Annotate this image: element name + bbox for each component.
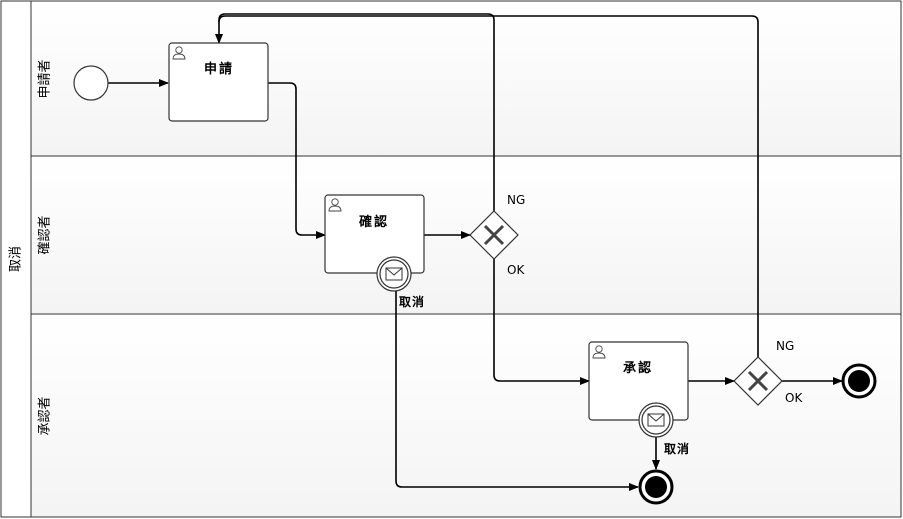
- cancel-label-2: 取消: [664, 441, 690, 456]
- lane-label-applicant: 申請者: [38, 59, 53, 98]
- user-task-icon: [328, 198, 342, 212]
- lane-applicant[interactable]: 申請者: [30, 0, 902, 157]
- gateway1-ok-label: OK: [507, 263, 525, 277]
- task-label-approve: 承認: [623, 360, 653, 376]
- boundary-message-event-approve[interactable]: [638, 402, 674, 438]
- cancel-label-1: 取消: [399, 294, 425, 309]
- task-approve[interactable]: 承認: [588, 341, 689, 421]
- user-task-icon: [172, 46, 186, 60]
- end-event-cancel[interactable]: [638, 469, 674, 505]
- end-event-ok[interactable]: [841, 363, 877, 399]
- envelope-icon: [647, 413, 665, 427]
- task-apply[interactable]: 申請: [168, 42, 269, 122]
- user-task-icon: [592, 345, 606, 359]
- flow-cancel1-to-end[interactable]: [395, 290, 639, 491]
- gateway1-ng-label: NG: [507, 193, 525, 207]
- lane-label-confirmer: 確認者: [37, 215, 53, 254]
- flow-gateway1-ok[interactable]: [493, 259, 590, 385]
- task-confirm[interactable]: 確認: [324, 194, 425, 274]
- flow-gateway1-ng[interactable]: [215, 13, 495, 211]
- exclusive-gateway-icon: [747, 370, 769, 392]
- exclusive-gateway-1[interactable]: [469, 210, 519, 260]
- start-event[interactable]: [73, 65, 109, 101]
- flow-gateway2-ng[interactable]: [218, 15, 759, 357]
- gateway2-ok-label: OK: [785, 391, 803, 405]
- boundary-message-event-confirm[interactable]: [376, 256, 412, 292]
- task-label-confirm: 確認: [359, 214, 389, 230]
- envelope-icon: [385, 267, 403, 281]
- pool-label: 取消: [9, 246, 24, 272]
- exclusive-gateway-icon: [483, 224, 505, 246]
- gateway2-ng-label: NG: [776, 339, 794, 353]
- task-label-apply: 申請: [204, 61, 234, 77]
- lane-approver[interactable]: 承認者: [30, 313, 902, 518]
- flow-apply-to-confirm[interactable]: [268, 82, 326, 239]
- sequence-flows: [108, 13, 843, 491]
- exclusive-gateway-2[interactable]: [733, 356, 783, 406]
- lane-label-approver: 承認者: [37, 396, 53, 435]
